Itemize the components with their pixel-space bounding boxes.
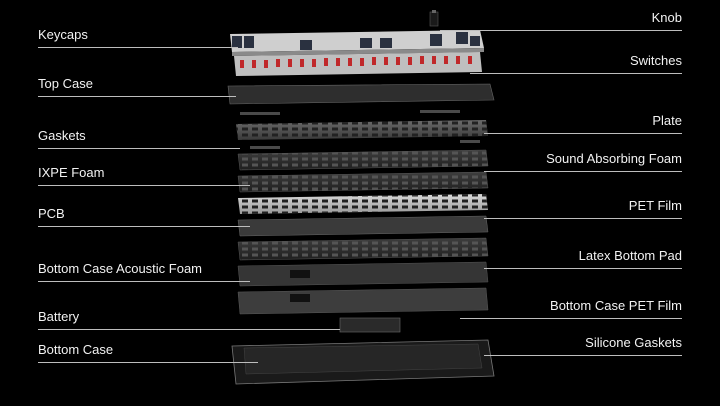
- pcb-part: [238, 194, 488, 214]
- sound-absorbing-foam-part: [237, 149, 489, 171]
- label-bottom-case-acoustic-foam: Bottom Case Acoustic Foam: [38, 261, 250, 282]
- leader-line: [440, 30, 682, 31]
- label-keycaps: Keycaps: [38, 27, 238, 48]
- leader-line: [470, 73, 682, 74]
- label-knob: Knob: [440, 10, 682, 31]
- bottom-case-acoustic-foam-part: [237, 261, 489, 287]
- label-ixpe-foam: IXPE Foam: [38, 165, 250, 186]
- leader-line: [38, 281, 250, 282]
- leader-line: [38, 226, 250, 227]
- label-pcb: PCB: [38, 206, 250, 227]
- leader-line: [484, 268, 682, 269]
- leader-line: [38, 96, 236, 97]
- label-silicone-gaskets: Silicone Gaskets: [484, 335, 682, 356]
- label-pet-film: PET Film: [484, 198, 682, 219]
- label-latex-bottom-pad: Latex Bottom Pad: [484, 248, 682, 269]
- leader-line: [38, 362, 258, 363]
- knob-part: [429, 10, 439, 27]
- label-bottom-case: Bottom Case: [38, 342, 258, 363]
- battery-part: [339, 317, 401, 333]
- gaskets-part: [240, 110, 480, 149]
- label-bottom-case-pet-film: Bottom Case PET Film: [460, 298, 682, 319]
- latex-bottom-pad-part: [237, 237, 489, 261]
- leader-line: [484, 133, 682, 134]
- pet-film-part: [237, 215, 489, 237]
- plate-part: [236, 120, 488, 140]
- label-top-case: Top Case: [38, 76, 236, 97]
- leader-line: [38, 185, 250, 186]
- leader-line: [484, 355, 682, 356]
- label-gaskets: Gaskets: [38, 128, 240, 149]
- label-switches: Switches: [470, 53, 682, 74]
- keycaps-part: [230, 30, 484, 56]
- label-sound-absorbing-foam: Sound Absorbing Foam: [484, 151, 682, 172]
- label-plate: Plate: [484, 113, 682, 134]
- switches-part: [234, 52, 482, 76]
- leader-line: [38, 47, 238, 48]
- top-case-part: [227, 83, 495, 105]
- label-battery: Battery: [38, 309, 340, 330]
- leader-line: [460, 318, 682, 319]
- ixpe-foam-part: [237, 171, 489, 193]
- leader-line: [484, 171, 682, 172]
- bottom-case-part: [231, 339, 495, 385]
- leader-line: [38, 329, 340, 330]
- bottom-case-pet-film-part: [237, 287, 489, 315]
- leader-line: [38, 148, 240, 149]
- leader-line: [484, 218, 682, 219]
